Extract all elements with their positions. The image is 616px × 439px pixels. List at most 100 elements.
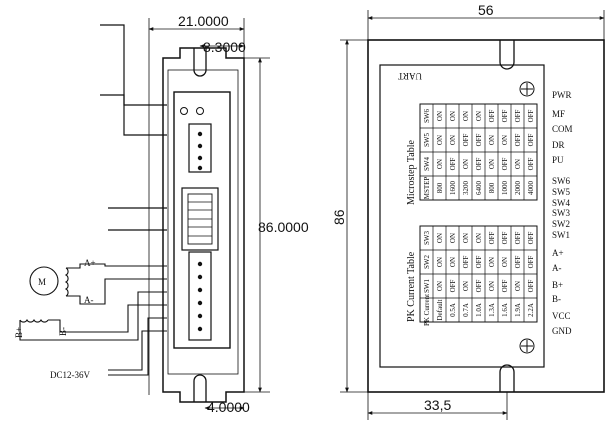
microstep-cell: SW4 — [423, 157, 431, 172]
current-cell: SW3 — [423, 231, 431, 246]
front-view — [148, 18, 270, 410]
pin-label: SW2 — [552, 219, 570, 229]
microstep-cell: ON — [488, 135, 496, 145]
pin-label: DR — [552, 140, 565, 150]
microstep-cell: OFF — [514, 109, 522, 122]
microstep-cell: OFF — [514, 133, 522, 146]
motor-wiring — [19, 263, 167, 376]
current-cell: ON — [488, 257, 496, 267]
pin-label: VCC — [552, 311, 571, 321]
microstep-cell: OFF — [501, 109, 509, 122]
current-cell: SW1 — [423, 279, 431, 294]
current-cell: OFF — [527, 231, 535, 244]
current-cell: ON — [436, 257, 444, 267]
dim-hole-offset: 8.3000 — [203, 39, 246, 55]
microstep-cell: ON — [462, 111, 470, 121]
pin-label: A- — [552, 263, 562, 273]
microstep-cell: 1000 — [501, 181, 509, 196]
current-cell: ON — [514, 281, 522, 291]
current-cell: 0.5A — [449, 303, 457, 317]
microstep-cell: 4000 — [527, 181, 535, 196]
signal-wires — [100, 24, 167, 231]
current-cell: ON — [436, 233, 444, 243]
microstep-cell: OFF — [527, 109, 535, 122]
microstep-cell: 1600 — [449, 181, 457, 196]
dim-side-height: 86 — [331, 209, 347, 225]
current-cell: OFF — [501, 279, 509, 292]
pin-label: SW3 — [552, 208, 571, 218]
current-cell: 0.7A — [462, 303, 470, 317]
microstep-cell: ON — [436, 159, 444, 169]
microstep-cell: ON — [449, 135, 457, 145]
current-cell: 1.9A — [514, 303, 522, 317]
current-cell: 1.0A — [475, 303, 483, 317]
microstep-cell: 2000 — [514, 181, 522, 196]
current-cell: OFF — [514, 255, 522, 268]
microstep-cell: MSTEP — [423, 177, 431, 200]
current-cell: OFF — [488, 231, 496, 244]
microstep-cell: 3200 — [462, 181, 470, 196]
microstep-cell: ON — [462, 159, 470, 169]
pin-label: SW4 — [552, 198, 571, 208]
dim-front-height: 86.0000 — [258, 219, 309, 235]
current-cell: OFF — [475, 255, 483, 268]
current-cell: OFF — [527, 279, 535, 292]
current-cell: SW2 — [423, 255, 431, 270]
microstep-cell: ON — [475, 111, 483, 121]
current-cell: Default — [436, 299, 444, 320]
microstep-cell: 800 — [436, 182, 444, 193]
current-cell: ON — [475, 233, 483, 243]
microstep-cell: 800 — [488, 182, 496, 193]
pin-label: A+ — [552, 248, 564, 258]
dim-side-width: 56 — [478, 2, 494, 18]
microstep-cell: OFF — [462, 133, 470, 146]
current-cell: ON — [462, 281, 470, 291]
motor-symbol: M — [38, 277, 46, 287]
current-cell: ON — [436, 281, 444, 291]
microstep-table-title: Microstep Table — [406, 140, 417, 205]
current-cell: ON — [501, 257, 509, 267]
microstep-cell: OFF — [488, 109, 496, 122]
current-cell: 2.2A — [527, 303, 535, 317]
microstep-cell: OFF — [501, 157, 509, 170]
pin-label: SW6 — [552, 176, 571, 186]
current-table-title: PK Current Table — [406, 251, 417, 322]
pin-label: COM — [552, 124, 573, 134]
pin-label: SW5 — [552, 187, 571, 197]
microstep-table-grid: MSTEPSW4SW5SW6800ONONON1600OFFONON3200ON… — [419, 103, 538, 201]
current-cell: ON — [449, 233, 457, 243]
pin-label: GND — [552, 326, 572, 336]
current-cell: 1.6A — [501, 303, 509, 317]
microstep-cell: ON — [514, 159, 522, 169]
pin-label: SW1 — [552, 230, 570, 240]
pin-label: PU — [552, 155, 564, 165]
current-cell: 1.3A — [488, 303, 496, 317]
pin-label: B- — [552, 294, 561, 304]
microstep-cell: OFF — [449, 157, 457, 170]
current-cell: OFF — [475, 279, 483, 292]
current-cell: OFF — [462, 255, 470, 268]
current-cell: OFF — [501, 231, 509, 244]
wire-label-a-minus: A- — [84, 295, 94, 305]
front-terminal-pins — [197, 131, 203, 332]
current-cell: OFF — [449, 279, 457, 292]
pin-label: B+ — [552, 280, 563, 290]
microstep-cell: OFF — [475, 157, 483, 170]
microstep-cell: OFF — [475, 133, 483, 146]
microstep-cell: SW6 — [423, 109, 431, 124]
current-cell: ON — [488, 281, 496, 291]
pin-label: MF — [552, 109, 565, 119]
side-view — [340, 10, 605, 420]
microstep-cell: ON — [436, 111, 444, 121]
dim-hole-span: 33,5 — [424, 397, 451, 413]
wire-label-b-minus: B- — [58, 327, 68, 336]
current-cell: ON — [449, 257, 457, 267]
dim-front-bottom: 4.0000 — [207, 399, 250, 415]
microstep-cell: OFF — [527, 133, 535, 146]
pin-labels: PWRMFCOMDRPUSW6SW5SW4SW3SW2SW1A+A-B+B-VC… — [552, 90, 573, 336]
microstep-cell: ON — [501, 135, 509, 145]
microstep-cell: 6400 — [475, 181, 483, 196]
wire-label-b-plus: B+ — [14, 327, 24, 338]
microstep-cell: ON — [449, 111, 457, 121]
